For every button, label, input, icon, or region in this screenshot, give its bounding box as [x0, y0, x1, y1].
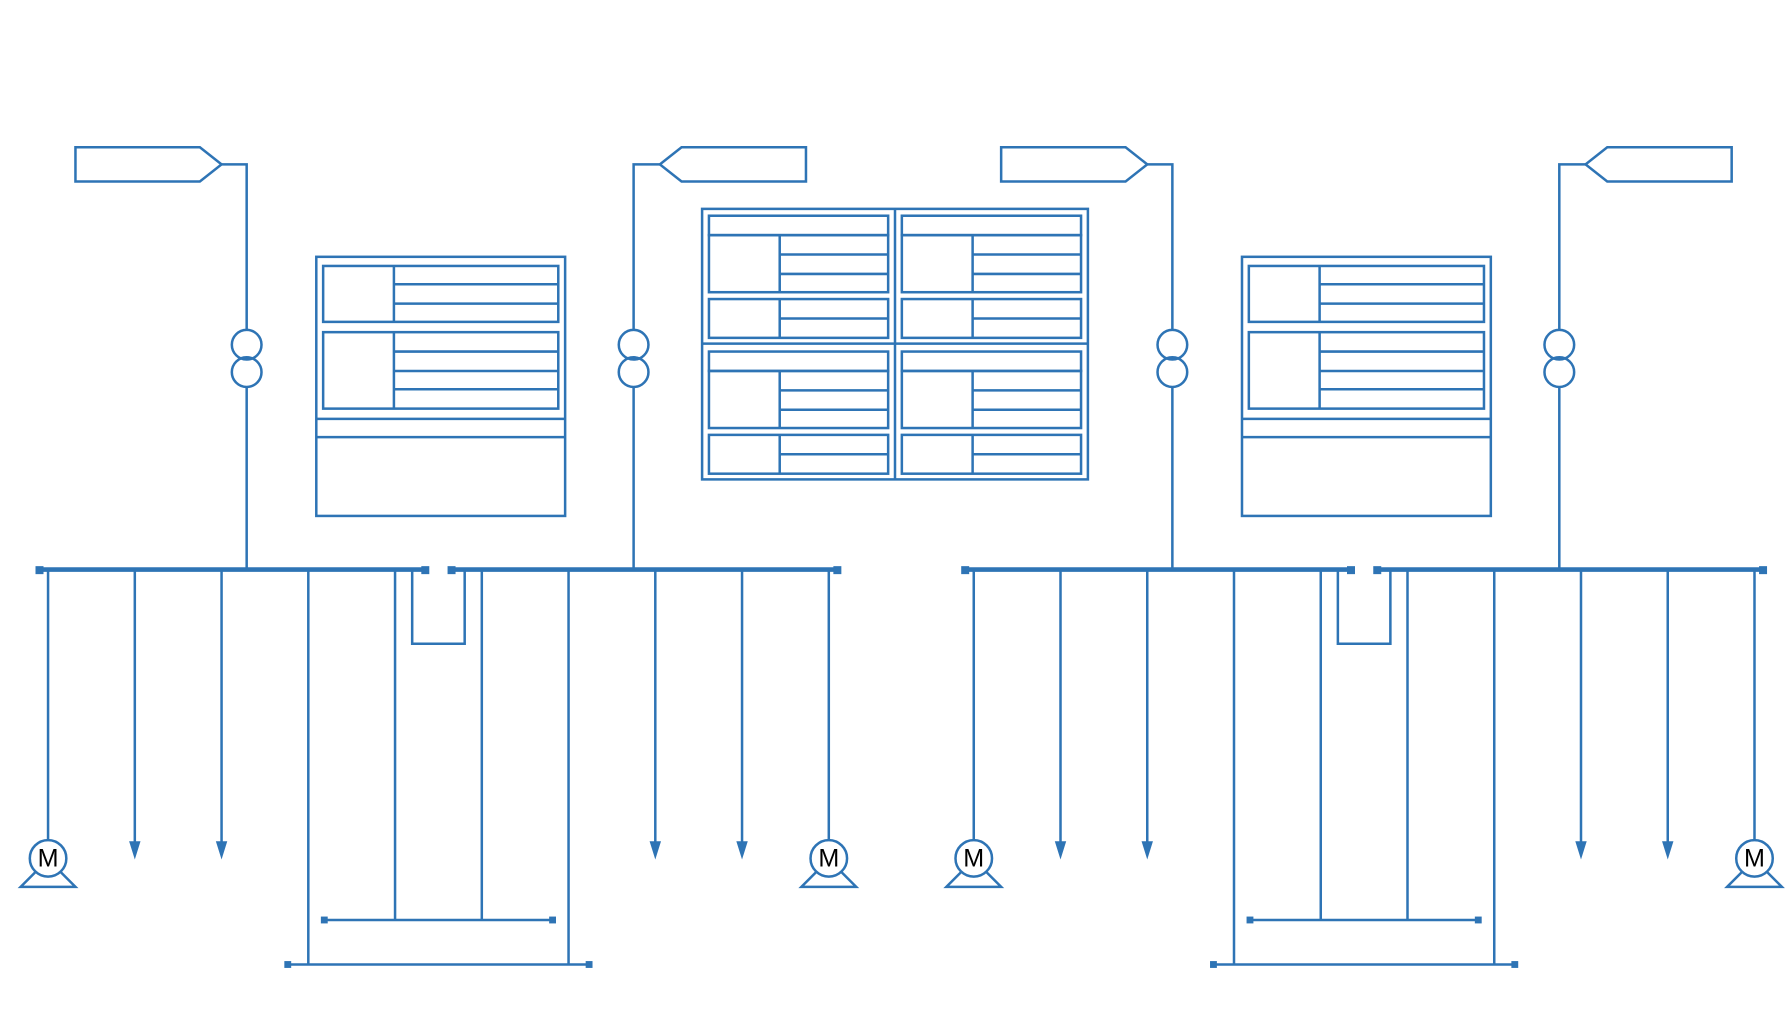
incoming-line [1558, 163, 1586, 330]
incoming-line [1147, 163, 1174, 330]
transformer-icon [617, 328, 650, 389]
busbar-2 [447, 566, 842, 575]
busbar-2 [1373, 566, 1768, 575]
panel-section [707, 350, 890, 475]
switchgear-panel [315, 255, 567, 518]
panel-section [707, 214, 890, 340]
feeder-load [129, 569, 141, 860]
incoming-source-tag [1583, 145, 1733, 183]
motor-icon: M [943, 838, 1005, 889]
incoming-line [632, 163, 660, 330]
panel-section [900, 350, 1083, 475]
motor-icon: M [798, 838, 860, 889]
transformer-icon [230, 328, 263, 389]
incoming-source-tag [657, 145, 808, 183]
feeder-load [215, 569, 228, 860]
diagram-section: M M [943, 145, 1785, 968]
lower-busbar [1210, 961, 1519, 968]
feeder-load [1141, 569, 1153, 860]
feeder-motor: M [17, 569, 79, 889]
feeder-load [736, 569, 748, 860]
switchgear-panel [1240, 255, 1493, 518]
feeder-load [649, 569, 662, 860]
arrow-down-icon [649, 841, 662, 860]
arrow-down-icon [1662, 841, 1674, 860]
feeder-motor: M [798, 569, 860, 889]
motor-icon: M [1724, 838, 1785, 889]
motor-label: M [1744, 844, 1765, 872]
bus-coupler [1336, 569, 1392, 646]
busbar-1 [961, 566, 1355, 575]
motor-icon: M [17, 838, 79, 889]
arrow-down-icon [736, 841, 748, 860]
feeder-load [1575, 569, 1587, 860]
bus-coupler [410, 569, 466, 646]
lower-busbar [320, 916, 556, 924]
transformer-icon [1543, 328, 1576, 389]
incoming-line [221, 163, 248, 330]
lower-busbar [1246, 916, 1482, 924]
incoming-source-tag [999, 145, 1150, 183]
motor-label: M [963, 844, 984, 872]
feeder-motor: M [1724, 569, 1785, 889]
motor-label: M [38, 844, 59, 872]
feeder-load [1662, 569, 1674, 860]
control-panel [700, 207, 1090, 481]
feeder-motor: M [943, 569, 1005, 889]
arrow-down-icon [1054, 841, 1067, 860]
panel-section [900, 214, 1083, 340]
busbar-1 [35, 566, 430, 575]
arrow-down-icon [215, 841, 228, 860]
transformer-icon [1156, 328, 1189, 389]
lower-busbar [284, 961, 593, 968]
arrow-down-icon [1141, 841, 1153, 860]
arrow-down-icon [129, 841, 141, 860]
motor-label: M [818, 844, 839, 872]
arrow-down-icon [1575, 841, 1587, 860]
diagram-section: M M [17, 145, 860, 968]
feeder-load [1054, 569, 1067, 860]
incoming-source-tag [74, 145, 224, 183]
